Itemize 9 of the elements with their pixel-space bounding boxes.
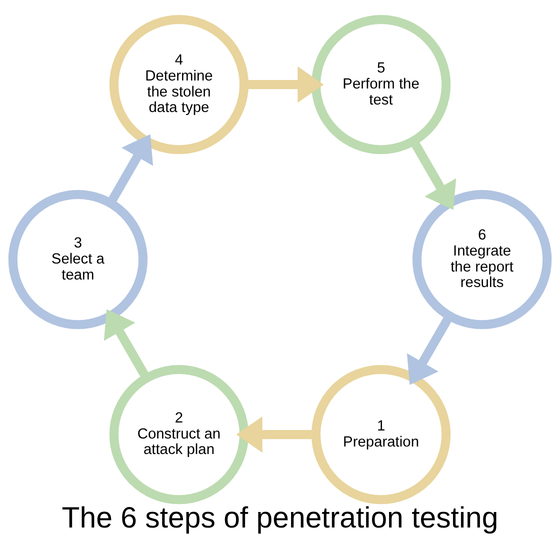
node-circle: 2 Construct an attack plan <box>109 364 249 504</box>
diagram-title: The 6 steps of penetration testing <box>62 501 498 534</box>
arrow <box>104 308 150 380</box>
node-circle: 1 Preparation <box>311 364 451 504</box>
node-circle: 5 Perform the test <box>311 14 451 154</box>
node-circle: 6 Integrate the report results <box>412 189 552 329</box>
node-circle: 3 Select a team <box>8 189 148 329</box>
arrow <box>106 134 154 205</box>
node-circle: 4 Determine the stolen data type <box>109 14 249 154</box>
